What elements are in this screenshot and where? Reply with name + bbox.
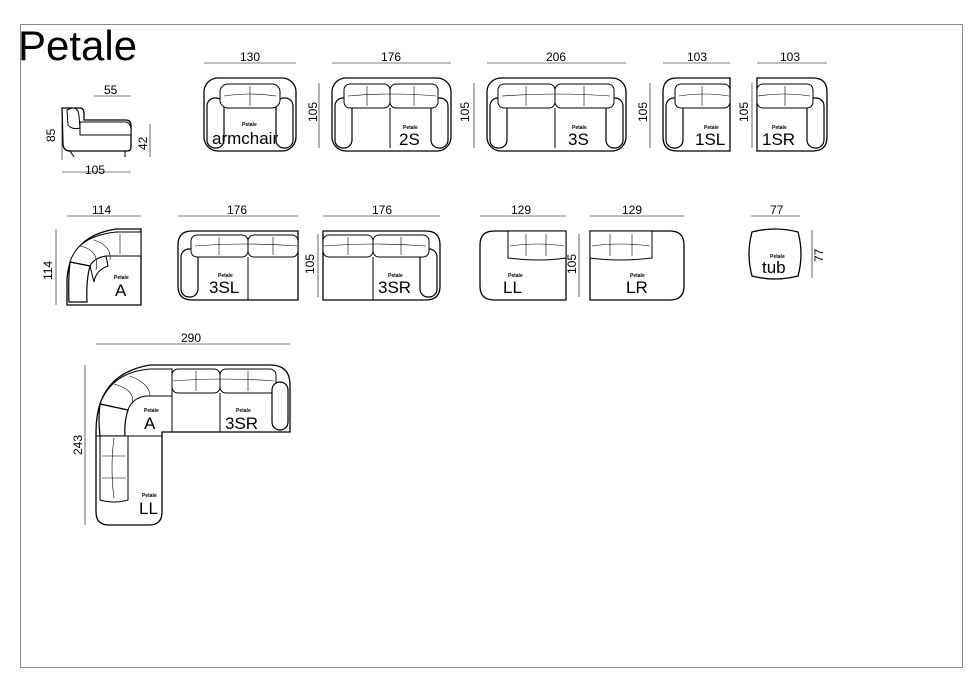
module-ll: 129 Petale LL (479, 203, 567, 301)
side-depth: 105 (85, 163, 105, 177)
1sl-depth: 105 (636, 102, 650, 122)
lr-brand: Petale (630, 273, 645, 279)
tub-width: 77 (770, 203, 784, 217)
module-3sl: 176 Petale 3SL (177, 203, 299, 301)
1sl-code: 1SL (695, 130, 725, 149)
2s-brand: Petale (403, 125, 418, 131)
side-seat-height: 42 (136, 136, 150, 150)
product-title: Petale (18, 22, 137, 69)
2s-code: 2S (399, 130, 420, 149)
ll-lr-depth: 105 (565, 254, 579, 274)
side-view: 55 85 42 105 (44, 83, 151, 177)
3s-width: 206 (546, 50, 566, 64)
module-1sr: 103 105 Petale 1SR (737, 50, 828, 152)
module-armchair: 130 Petale armchair (203, 50, 297, 152)
composition-width: 290 (181, 331, 201, 345)
1sr-width: 103 (780, 50, 800, 64)
module-3s: 206 105 Petale 3S (458, 50, 627, 152)
composition-ll-code: LL (139, 499, 158, 518)
lr-code: LR (626, 278, 648, 297)
2s-depth: 105 (306, 102, 320, 122)
a-depth: 114 (41, 261, 55, 280)
tub-brand: Petale (770, 254, 785, 260)
ll-width: 129 (511, 203, 531, 217)
module-a: 114 114 Petale A (41, 203, 142, 306)
composition-a-code: A (144, 414, 156, 433)
3sr-code: 3SR (378, 278, 411, 297)
a-code: A (115, 281, 127, 300)
composition-ll-brand: Petale (142, 493, 157, 499)
1sr-code: 1SR (762, 130, 795, 149)
tub-code: tub (762, 258, 786, 277)
3sl-width: 176 (227, 203, 247, 217)
side-seat-depth: 55 (104, 83, 118, 97)
1sl-brand: Petale (704, 125, 719, 131)
composition-3sr-brand: Petale (236, 408, 251, 414)
composition-corner-sofa: 290 243 Petale A Petale 3SR Petale LL (71, 331, 291, 526)
module-tub: 77 77 Petale tub (748, 203, 826, 280)
armchair-width: 130 (240, 50, 260, 64)
3sl-brand: Petale (218, 273, 233, 279)
armchair-code: armchair (212, 129, 278, 148)
composition-depth: 243 (71, 435, 85, 455)
composition-a-brand: Petale (144, 408, 159, 414)
a-width: 114 (92, 203, 111, 217)
3sr-brand: Petale (388, 273, 403, 279)
module-lr: 129 105 Petale LR (565, 203, 685, 301)
1sr-brand: Petale (772, 125, 787, 131)
3s-depth: 105 (458, 102, 472, 122)
ll-brand: Petale (508, 273, 523, 279)
module-3sr: 176 105 Petale 3SR (303, 203, 441, 301)
composition-3sr-code: 3SR (225, 414, 258, 433)
module-1sl: 103 105 Petale 1SL (636, 50, 731, 152)
sheet-frame (20, 24, 963, 668)
2s-width: 176 (381, 50, 401, 64)
tub-depth: 77 (812, 248, 826, 262)
module-2s: 176 105 Petale 2S (306, 50, 452, 152)
side-height: 85 (44, 128, 58, 142)
1sr-depth: 105 (737, 102, 751, 122)
3sl-code: 3SL (209, 278, 239, 297)
ll-code: LL (503, 278, 522, 297)
a-brand: Petale (114, 275, 129, 281)
3sr-width: 176 (372, 203, 392, 217)
armchair-brand: Petale (242, 122, 257, 128)
3sl-3sr-depth: 105 (303, 254, 317, 274)
1sl-width: 103 (687, 50, 707, 64)
lr-width: 129 (622, 203, 642, 217)
3s-code: 3S (568, 130, 589, 149)
3s-brand: Petale (572, 125, 587, 131)
